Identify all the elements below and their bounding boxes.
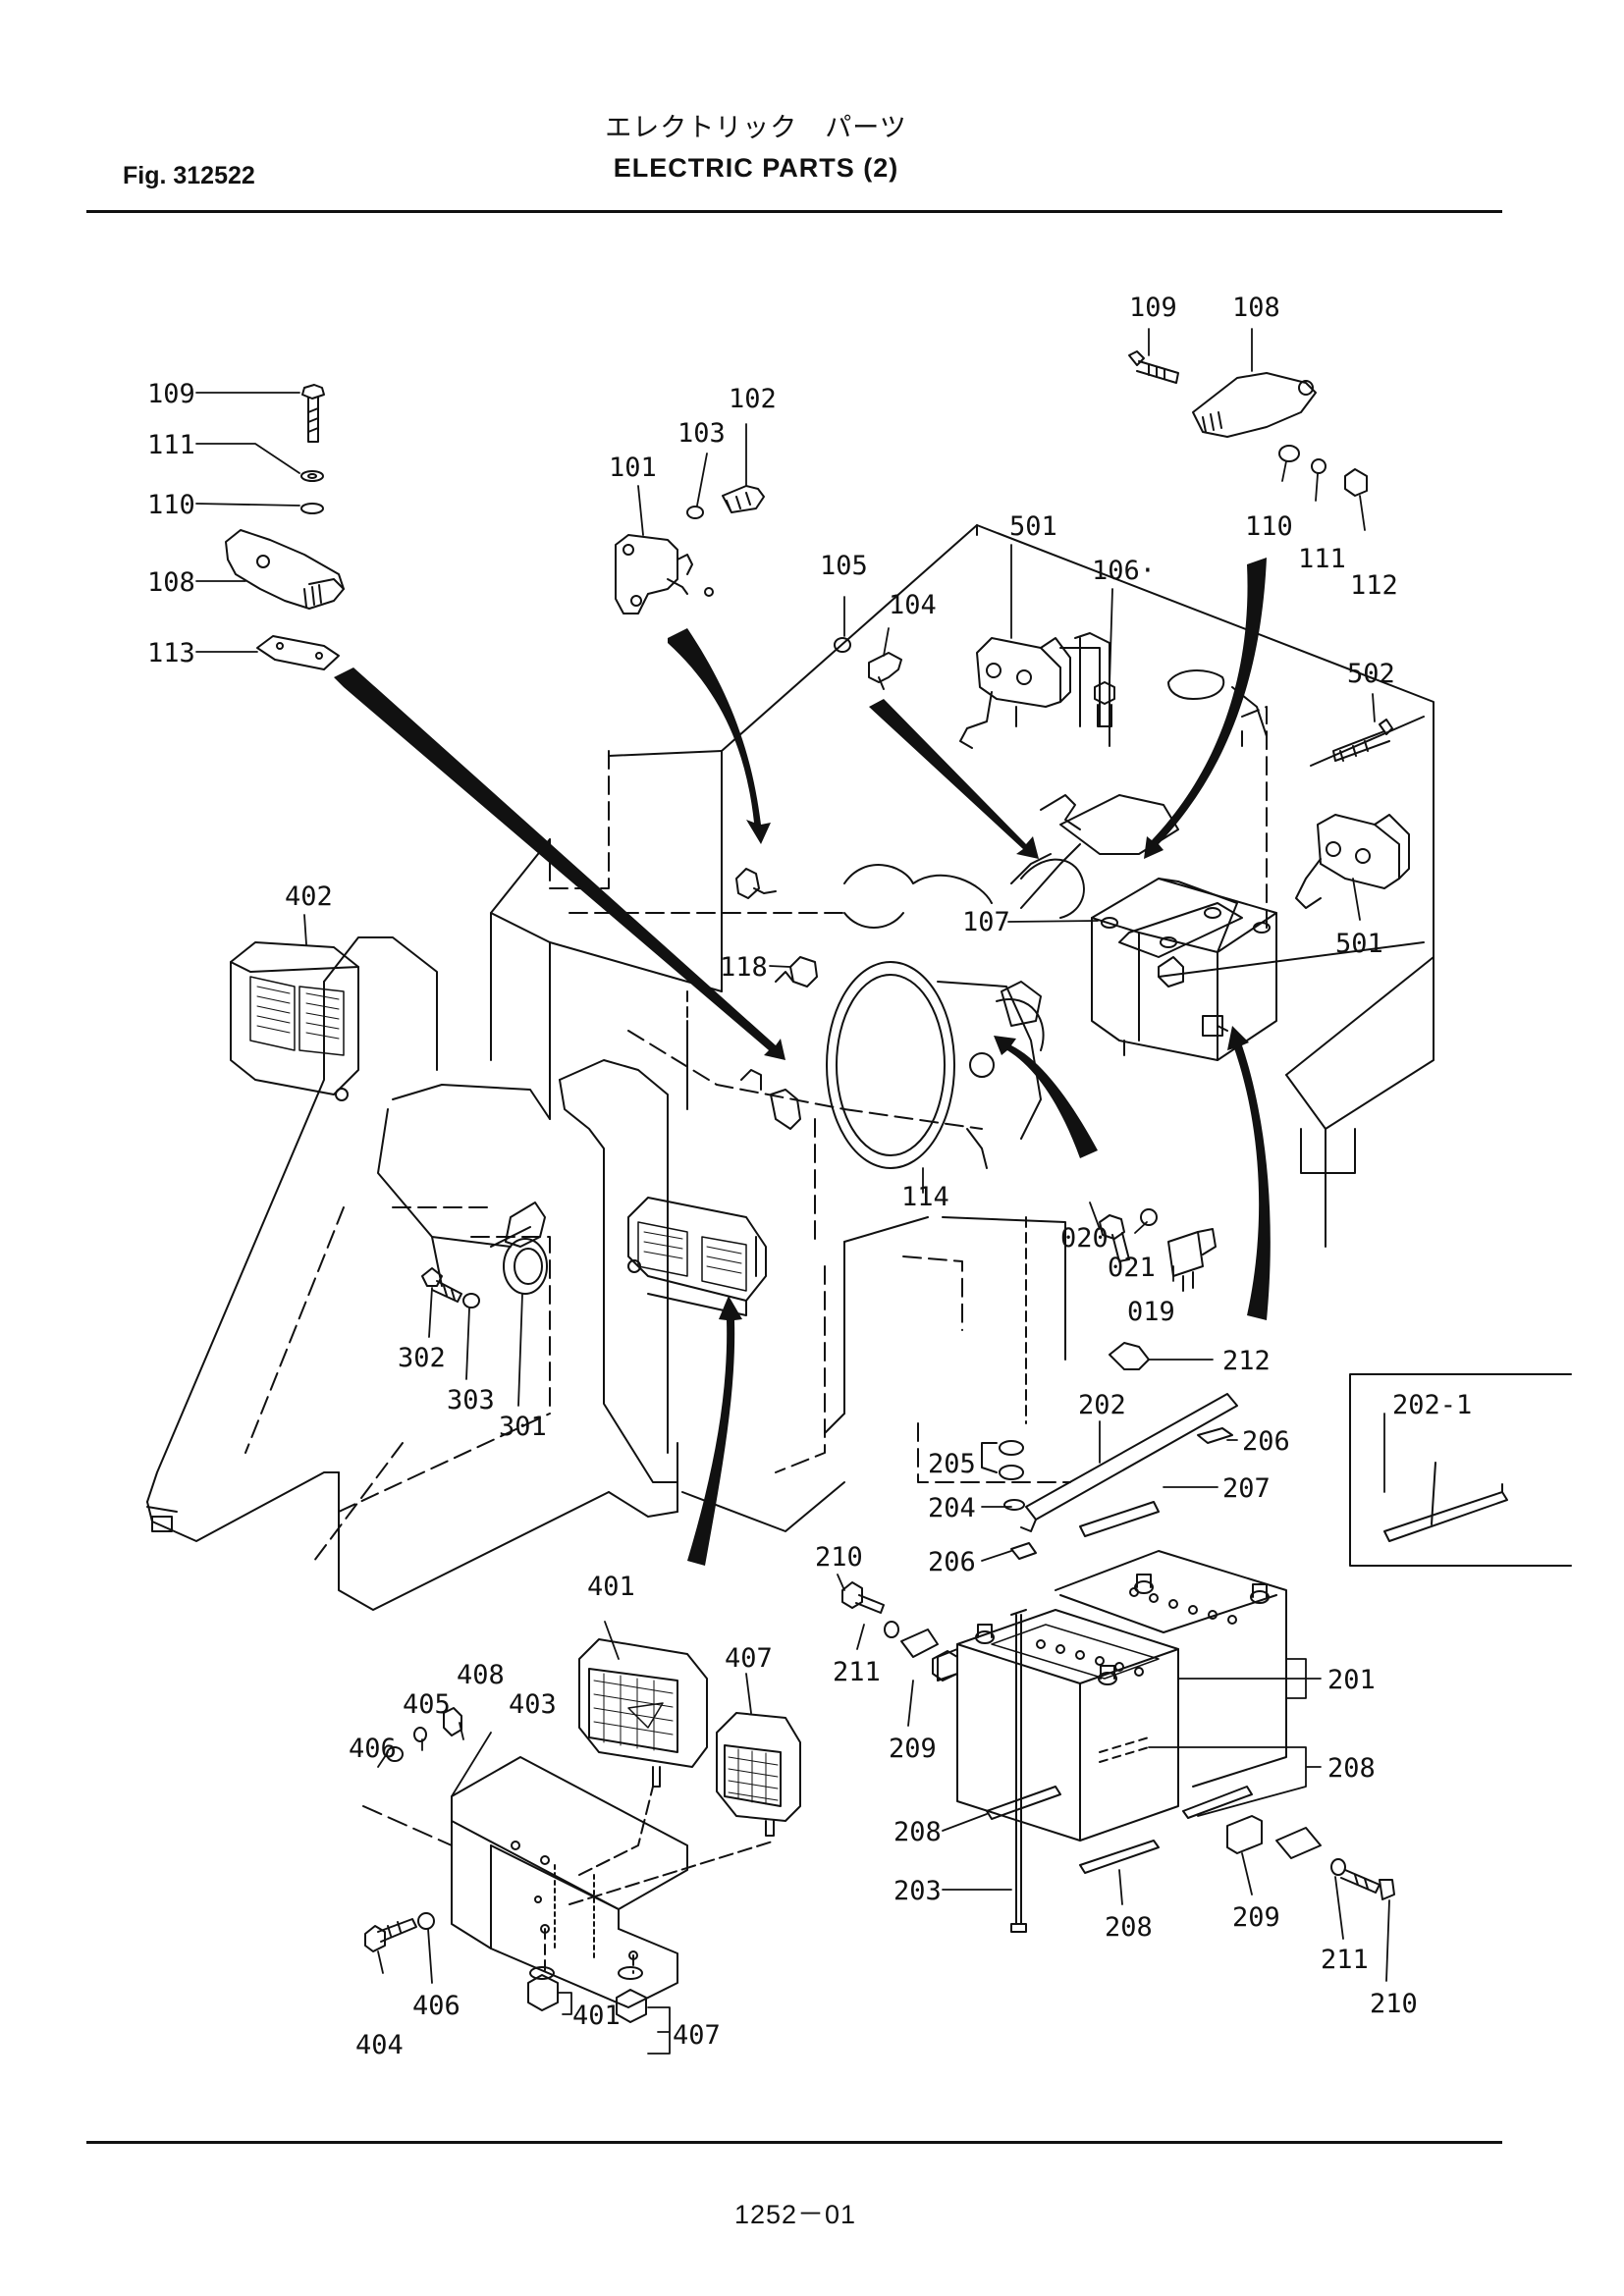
callout-108a: 108	[147, 567, 195, 598]
callout-401a: 401	[587, 1572, 635, 1602]
callout-502: 502	[1347, 659, 1395, 689]
callout-206b: 206	[928, 1547, 976, 1577]
callout-406b: 406	[412, 1991, 460, 2021]
callout-208b: 208	[893, 1817, 942, 1847]
callout-020: 020	[1060, 1223, 1109, 1254]
inset-202-1	[1349, 1373, 1572, 1567]
callout-111b: 111	[1298, 544, 1346, 574]
machine-body	[490, 524, 1435, 1532]
callout-106: 106·	[1092, 556, 1156, 586]
relay-501-right	[1295, 719, 1410, 909]
page-number: 1252－01	[733, 2200, 857, 2229]
callout-303: 303	[447, 1385, 495, 1415]
relay-019	[1099, 1208, 1217, 1292]
callout-207: 207	[1222, 1473, 1271, 1504]
battery-holddown	[981, 1342, 1238, 1560]
callout-110b: 110	[1245, 511, 1293, 542]
callout-210a: 210	[815, 1542, 863, 1573]
relay-501-top	[959, 637, 1071, 749]
callout-110a: 110	[147, 490, 195, 520]
callout-102: 102	[729, 384, 777, 414]
callout-407b: 407	[673, 2020, 721, 2051]
callout-208a: 208	[1327, 1753, 1376, 1784]
callout-112: 112	[1350, 570, 1398, 601]
relay-106	[1059, 632, 1268, 855]
callout-113: 113	[147, 638, 195, 668]
callout-501b: 501	[1335, 929, 1383, 959]
callout-111a: 111	[147, 430, 195, 460]
battery-switch-left	[225, 384, 345, 670]
callout-408: 408	[457, 1660, 505, 1690]
callout-203: 203	[893, 1876, 942, 1906]
callout-118: 118	[720, 952, 768, 983]
callout-404: 404	[355, 2030, 404, 2060]
callout-212: 212	[1222, 1346, 1271, 1376]
battery-upper	[1091, 878, 1277, 1061]
callout-211a: 211	[833, 1657, 881, 1687]
battery-switch-right	[1128, 350, 1368, 497]
callout-204: 204	[928, 1493, 976, 1523]
callout-301: 301	[499, 1412, 547, 1442]
alternator-assembly	[826, 794, 1085, 1169]
figure-id: Fig. 312522	[123, 162, 255, 189]
callout-501a: 501	[1009, 511, 1057, 542]
callout-202: 202	[1078, 1390, 1126, 1420]
callout-405: 405	[403, 1689, 451, 1720]
callout-406a: 406	[349, 1734, 397, 1764]
work-light-402	[230, 941, 359, 1101]
callout-209a: 209	[889, 1734, 937, 1764]
callout-105: 105	[820, 551, 868, 581]
work-light-mounted	[627, 1197, 767, 1316]
callout-103: 103	[677, 418, 726, 449]
relay-101	[615, 485, 765, 614]
sender-104	[834, 637, 902, 690]
callout-019: 019	[1127, 1297, 1175, 1327]
callout-210b: 210	[1370, 1989, 1418, 2019]
callout-101: 101	[609, 453, 657, 483]
callout-114: 114	[901, 1182, 949, 1212]
lift-arm	[146, 936, 678, 1611]
bottom-rule	[86, 2141, 1502, 2144]
work-light-407	[716, 1712, 801, 1837]
callout-403: 403	[509, 1689, 557, 1720]
callout-206a: 206	[1242, 1426, 1290, 1457]
title-japanese: エレクトリック パーツ	[605, 113, 907, 143]
callout-407a: 407	[725, 1643, 773, 1674]
callout-labels: 109 111 110 108 113 101 103 102 105 104 …	[147, 293, 1472, 2060]
callout-109b: 109	[1129, 293, 1177, 323]
horn-301	[421, 1201, 548, 1308]
callout-211b: 211	[1321, 1945, 1369, 1975]
battery-hardware	[841, 1581, 1395, 1933]
callout-201: 201	[1327, 1665, 1376, 1695]
assembly-arrows	[334, 558, 1271, 1566]
top-rule	[86, 210, 1502, 213]
callout-109a: 109	[147, 379, 195, 409]
callout-302: 302	[398, 1343, 446, 1373]
callout-208c: 208	[1105, 1912, 1153, 1943]
callout-107: 107	[962, 907, 1010, 937]
light-hardware	[364, 1707, 647, 2023]
callout-104: 104	[889, 590, 937, 620]
battery-201	[932, 1550, 1287, 1842]
work-light-401	[578, 1638, 708, 1788]
callout-205: 205	[928, 1449, 976, 1479]
page-title: ELECTRIC PARTS (2)	[613, 153, 899, 183]
connector-118	[735, 868, 818, 1130]
callout-021: 021	[1108, 1253, 1156, 1283]
leader-lines	[195, 328, 1390, 2055]
callout-402: 402	[285, 881, 333, 912]
callout-209b: 209	[1232, 1902, 1280, 1933]
callout-108b: 108	[1232, 293, 1280, 323]
callout-401b: 401	[572, 2001, 621, 2031]
bracket-403	[362, 1756, 777, 2008]
inset-label: 202-1	[1392, 1390, 1472, 1420]
